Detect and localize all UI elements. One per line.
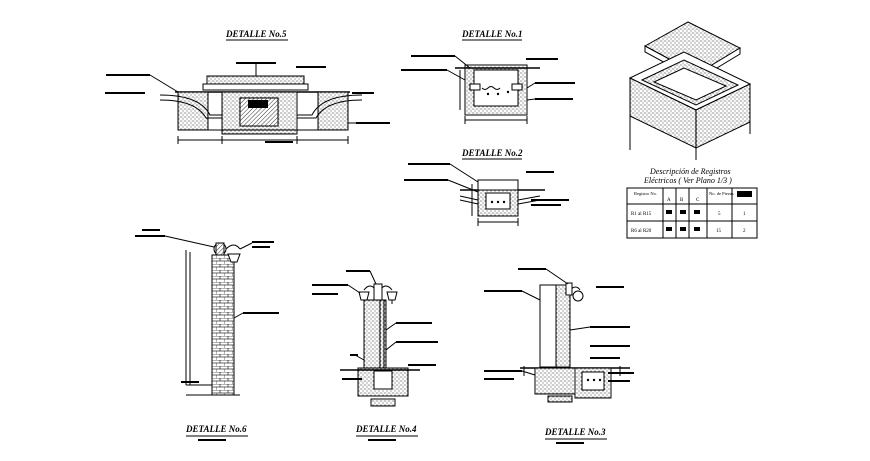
table-caption-line1: Descripción de Registros [649, 167, 731, 176]
detail-2-title: DETALLE No.2 [461, 148, 523, 158]
table-header-a: A [667, 198, 671, 203]
table-row2-piezas: 15 [716, 229, 722, 234]
detail-3-title: DETALLE No.3 [544, 427, 606, 437]
table-row1-type: 1 [743, 212, 746, 217]
registro-isometric-view [628, 21, 752, 160]
detail-6-drawing: DETALLE No.6 [135, 229, 279, 441]
table-row2-registro: R6 al R20 [631, 229, 652, 234]
detail-2-drawing: DETALLE No.2 [404, 148, 569, 226]
detail-5-title: DETALLE No.5 [225, 29, 287, 39]
detail-6-title: DETALLE No.6 [185, 424, 247, 434]
table-header-registro: Registro No. [634, 191, 657, 196]
table-row2-type: 2 [743, 229, 746, 234]
detail-1-drawing: DETALLE No.1 [401, 29, 575, 124]
table-caption-line2: Eléctricos ( Ver Plano 1/3 ) [643, 176, 732, 185]
detail-5-drawing: DETALLE No.5 [105, 29, 390, 144]
table-header-b: B [680, 198, 684, 203]
detail-4-title: DETALLE No.4 [355, 424, 417, 434]
detail-3-drawing: DETALLE No.3 [484, 268, 634, 444]
detail-4-drawing: DETALLE No.4 [312, 270, 438, 441]
table-row1-registro: R1 al R15 [631, 212, 652, 217]
table-header-piezas: No. de Piezas [709, 191, 734, 196]
registros-table: Descripción de Registros Eléctricos ( Ve… [626, 167, 758, 239]
detail-1-title: DETALLE No.1 [461, 29, 523, 39]
table-header-c: C [696, 198, 700, 203]
table-row1-piezas: 5 [718, 212, 721, 217]
